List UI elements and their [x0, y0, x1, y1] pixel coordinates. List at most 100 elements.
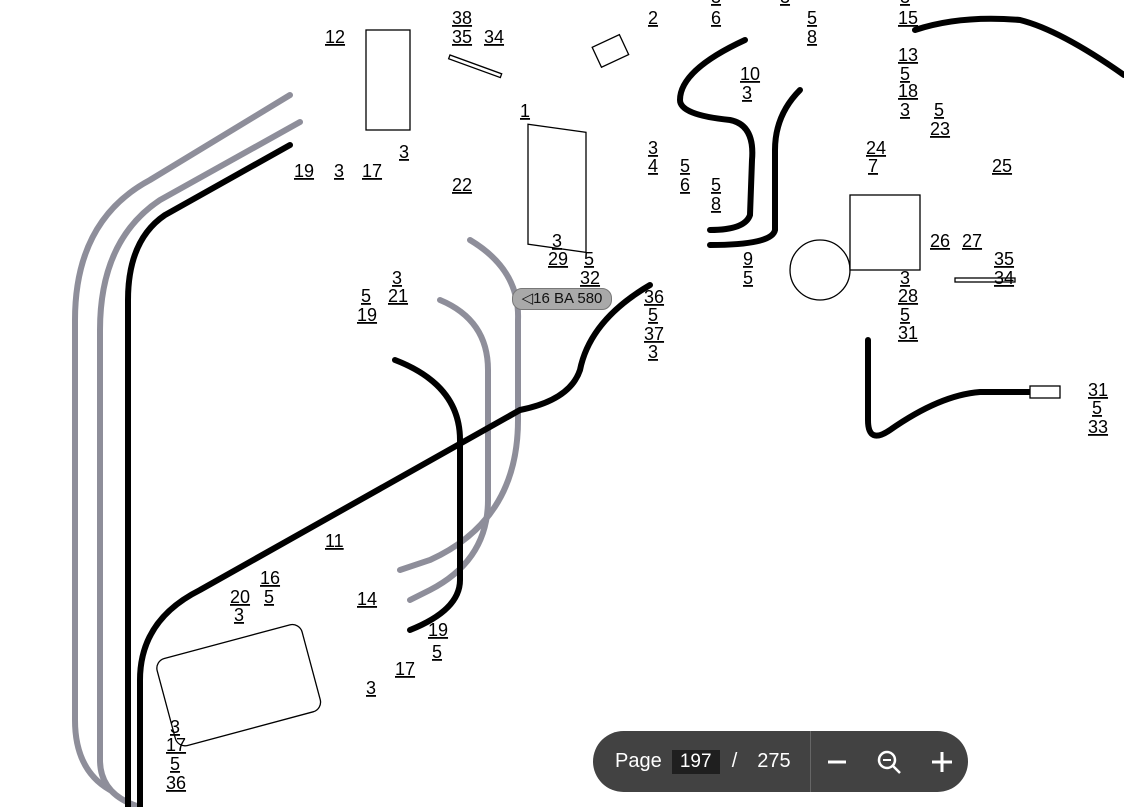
callout-number: 8: [711, 194, 721, 214]
callout-number: 13: [898, 45, 918, 65]
callout-number: 27: [962, 231, 982, 251]
callout-number: 5: [648, 305, 658, 325]
main-valve-bank: [156, 623, 322, 747]
callout-number: 26: [930, 231, 950, 251]
callout-number: 17: [362, 161, 382, 181]
callout-number: 10: [740, 64, 760, 84]
callout-number: 5: [264, 587, 274, 607]
callout-number: 21: [388, 286, 408, 306]
callout-number: 6: [680, 175, 690, 195]
callout-number: 3: [711, 0, 721, 7]
callout-number: 35: [994, 249, 1014, 269]
callout-number: 5: [680, 156, 690, 176]
hose-black-6: [912, 15, 1124, 78]
callout-number: 15: [898, 8, 918, 28]
callout-number: 3: [648, 138, 658, 158]
callout-number: 29: [548, 249, 568, 269]
callout-number: 19: [294, 161, 314, 181]
callout-number: 5: [934, 100, 944, 120]
callout-number: 19: [428, 620, 448, 640]
callout-number: 2: [648, 8, 658, 28]
page-navigation-bar: Page / 275: [593, 731, 968, 792]
hose-black-1: [125, 142, 293, 807]
callout-number: 20: [230, 587, 250, 607]
callout-number: 5: [1092, 398, 1102, 418]
callout-number: 28: [898, 286, 918, 306]
callout-number: 5: [900, 64, 910, 84]
callout-number: 16: [260, 568, 280, 588]
bolt: [954, 277, 1016, 283]
callout-number: 3: [742, 83, 752, 103]
callout-number: 24: [866, 138, 886, 158]
callout-number: 36: [166, 773, 186, 793]
callout-number: 9: [743, 249, 753, 269]
callout-number: 4: [648, 156, 658, 176]
callout-number: 8: [807, 27, 817, 47]
callout-number: 3: [366, 678, 376, 698]
callout-number: 37: [644, 324, 664, 344]
callout-number: 3: [392, 268, 402, 288]
hose-gray-4: [407, 297, 491, 603]
callout-number: 3: [648, 342, 658, 362]
manifold-block: [849, 194, 921, 271]
reference-tag[interactable]: ◁16 BA 580: [512, 288, 612, 310]
callout-number: 36: [644, 287, 664, 307]
callout-number: 12: [325, 27, 345, 47]
divider: [809, 731, 811, 792]
minus-icon: [827, 760, 846, 763]
callout-number: 31: [898, 323, 918, 343]
callout-number: 19: [357, 305, 377, 325]
total-pages: 275: [757, 750, 791, 772]
callout-number: 5: [743, 268, 753, 288]
panel-plate: [365, 29, 411, 131]
callout-number: 3: [900, 268, 910, 288]
callout-number: 14: [357, 589, 377, 609]
callout-number: 38: [452, 8, 472, 28]
plus-icon: [931, 751, 952, 772]
callout-number: 35: [452, 27, 472, 47]
zoom-out-button[interactable]: [811, 731, 863, 792]
pressure-switch: [591, 33, 630, 69]
callout-number: 17: [395, 659, 415, 679]
callout-number: 3: [552, 231, 562, 251]
coupling: [1029, 385, 1061, 399]
callout-number: 5: [361, 286, 371, 306]
zoom-in-button[interactable]: [916, 731, 968, 792]
page-label: Page: [615, 750, 662, 772]
hose-black-7: [865, 337, 1038, 439]
hose-gray-3: [397, 237, 522, 573]
callout-number: 22: [452, 175, 472, 195]
callout-number: 5: [807, 8, 817, 28]
valve-block: [527, 123, 587, 254]
callout-number: 18: [898, 81, 918, 101]
callout-number: 6: [711, 8, 721, 28]
callout-number: 3: [399, 142, 409, 162]
callout-number: 7: [868, 156, 878, 176]
callout-number: 3: [234, 605, 244, 625]
page-number-input[interactable]: [671, 749, 720, 774]
callout-number: 3: [780, 0, 790, 7]
hose-black-4: [676, 37, 756, 233]
callout-number: 3: [900, 0, 910, 7]
callout-number: 3: [334, 161, 344, 181]
callout-number: 23: [930, 119, 950, 139]
hose-black-5: [707, 87, 803, 248]
callout-number: 5: [900, 305, 910, 325]
callout-number: 33: [1088, 417, 1108, 437]
callout-number: 5: [170, 754, 180, 774]
callout-number: 3: [900, 100, 910, 120]
callout-number: 31: [1088, 380, 1108, 400]
page-separator: /: [731, 750, 738, 772]
callout-number: 25: [992, 156, 1012, 176]
callout-number: 1: [520, 101, 530, 121]
accumulator: [789, 239, 851, 301]
hose-black-2: [392, 357, 463, 633]
callout-number: 34: [994, 268, 1014, 288]
callout-number: 5: [584, 249, 594, 269]
callout-number: 3: [170, 717, 180, 737]
zoom-fit-button[interactable]: [863, 731, 915, 792]
hose-black-3: [137, 282, 653, 807]
callout-number: 17: [166, 735, 186, 755]
bolt-2: [447, 54, 503, 79]
